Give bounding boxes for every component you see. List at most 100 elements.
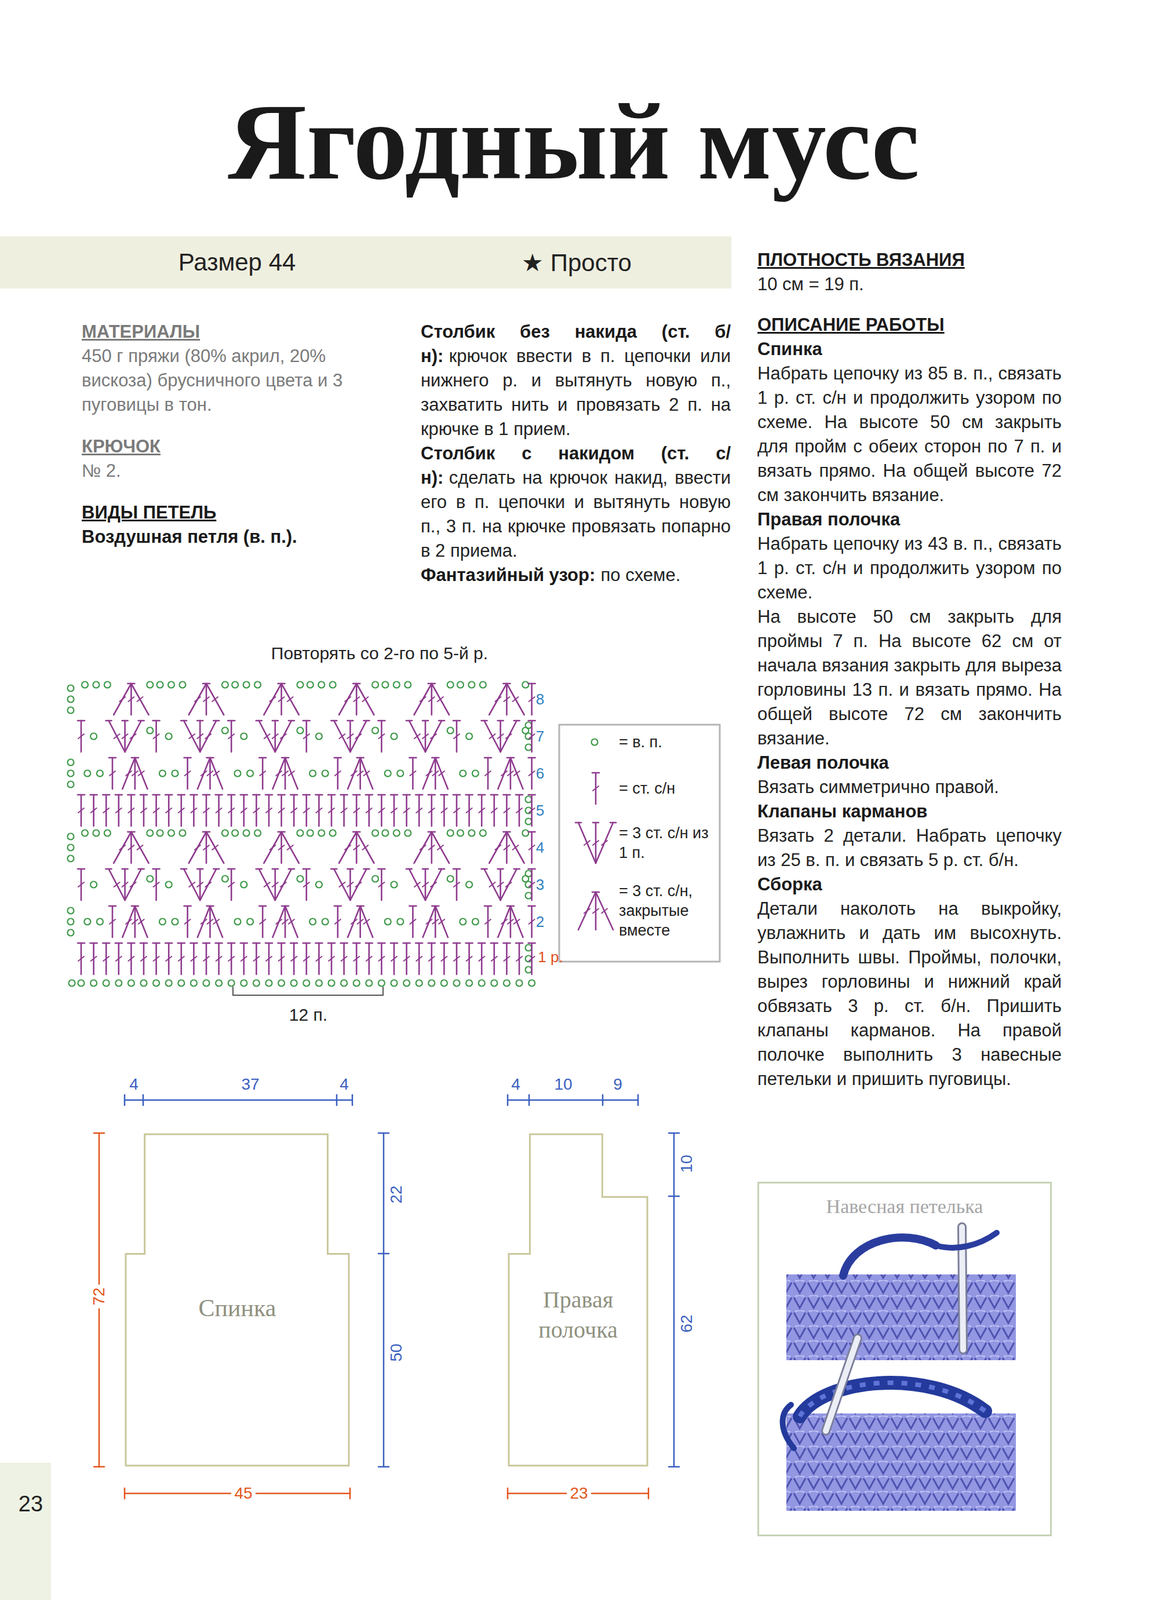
chain-symbol bbox=[447, 727, 454, 735]
fan-symbol bbox=[272, 882, 279, 888]
dc-symbol bbox=[184, 757, 192, 760]
dc-symbol bbox=[177, 942, 185, 945]
dimension-tick bbox=[637, 1095, 640, 1106]
dc-symbol bbox=[377, 868, 385, 871]
dc-symbol bbox=[334, 757, 342, 760]
fan-symbol bbox=[138, 868, 145, 871]
fan-symbol bbox=[514, 720, 520, 723]
dc-symbol bbox=[178, 956, 185, 962]
dc-symbol bbox=[529, 697, 535, 702]
cluster-symbol bbox=[288, 771, 295, 776]
dc-symbol bbox=[216, 808, 222, 814]
chain-symbol bbox=[315, 733, 323, 741]
dc-symbol bbox=[78, 956, 85, 962]
fan-symbol bbox=[108, 869, 126, 901]
row-number: 7 bbox=[536, 727, 545, 746]
page-number: 23 bbox=[18, 1492, 43, 1518]
chain-symbol bbox=[177, 980, 185, 987]
chain-symbol bbox=[231, 682, 239, 689]
section-heading: Левая полочка bbox=[757, 751, 1062, 776]
dimension-value: 23 bbox=[566, 1484, 591, 1504]
dc-symbol bbox=[377, 942, 385, 945]
dc-symbol bbox=[227, 794, 235, 797]
chain-symbol bbox=[428, 980, 435, 987]
dc-symbol bbox=[341, 956, 348, 962]
chain-symbol bbox=[459, 919, 466, 926]
cluster-symbol bbox=[127, 683, 135, 685]
page-title: Ягодный мусс bbox=[227, 84, 920, 200]
dc-symbol bbox=[290, 794, 298, 797]
dc-symbol bbox=[334, 905, 342, 908]
chain-symbol bbox=[67, 696, 75, 703]
dimension-tick bbox=[668, 1466, 680, 1469]
fan-symbol bbox=[130, 734, 137, 739]
cluster-symbol bbox=[494, 845, 501, 851]
cluster-symbol bbox=[362, 697, 368, 702]
repeat-bracket bbox=[382, 987, 384, 996]
fan-symbol bbox=[414, 734, 421, 739]
dc-symbol bbox=[529, 919, 535, 925]
paragraph-text: по схеме. bbox=[600, 565, 681, 586]
cluster-symbol bbox=[138, 919, 145, 925]
dc-symbol bbox=[240, 942, 248, 945]
yarn-arch bbox=[799, 1383, 986, 1417]
dc-symbol bbox=[528, 720, 536, 723]
fan-symbol bbox=[288, 868, 295, 871]
dimension-line bbox=[673, 1133, 676, 1468]
chain-symbol bbox=[468, 830, 475, 837]
chain-symbol bbox=[254, 682, 261, 689]
dc-symbol bbox=[490, 794, 498, 797]
cluster-symbol bbox=[137, 845, 144, 851]
chain-symbol bbox=[146, 727, 153, 735]
section-heading: ВИДЫ ПЕТЕЛЬ bbox=[81, 500, 389, 526]
cluster-symbol bbox=[501, 919, 508, 925]
fan-symbol bbox=[363, 868, 370, 871]
dimension-value: 10 bbox=[554, 1075, 572, 1095]
chain-symbol bbox=[472, 770, 479, 778]
chain-symbol bbox=[459, 770, 466, 778]
chain-symbol bbox=[67, 781, 75, 789]
dc-symbol bbox=[152, 942, 160, 945]
dc-symbol bbox=[453, 720, 461, 723]
fan-symbol bbox=[256, 720, 262, 723]
cluster-symbol bbox=[213, 771, 220, 776]
fan-symbol bbox=[106, 868, 112, 871]
fan-symbol bbox=[514, 868, 520, 871]
dc-symbol bbox=[403, 956, 410, 962]
chain-symbol bbox=[146, 830, 153, 837]
repeat-bracket bbox=[232, 995, 384, 997]
dc-symbol bbox=[478, 956, 485, 962]
cluster-symbol bbox=[194, 845, 201, 851]
chain-symbol bbox=[447, 682, 454, 689]
dc-symbol bbox=[340, 794, 348, 797]
cluster-symbol bbox=[503, 697, 510, 702]
chain-symbol bbox=[67, 844, 75, 852]
dc-symbol bbox=[478, 942, 486, 945]
row-number: 6 bbox=[536, 764, 545, 783]
cluster-symbol bbox=[287, 845, 294, 851]
chain-symbol bbox=[165, 881, 173, 889]
fan-symbol bbox=[125, 720, 142, 753]
dc-symbol bbox=[340, 942, 348, 945]
cluster-symbol bbox=[514, 919, 520, 925]
cluster-symbol bbox=[212, 845, 218, 851]
cluster-symbol bbox=[501, 771, 508, 776]
paragraph: Фантазийный узор:по схеме. bbox=[420, 563, 731, 588]
dc-symbol bbox=[265, 794, 273, 797]
cluster-symbol bbox=[272, 757, 286, 790]
dc-symbol bbox=[278, 794, 286, 797]
chain-symbol bbox=[215, 980, 222, 987]
cluster-symbol bbox=[282, 771, 289, 776]
dc-symbol bbox=[77, 794, 85, 797]
chain-symbol bbox=[67, 855, 75, 863]
dc-symbol bbox=[466, 808, 473, 814]
fan-symbol bbox=[205, 882, 211, 888]
dc-symbol bbox=[102, 942, 110, 945]
dimension-line bbox=[124, 1099, 353, 1102]
dc-symbol bbox=[228, 956, 235, 962]
fan-symbol bbox=[259, 720, 276, 753]
dc-symbol bbox=[109, 919, 116, 925]
page-edge-strip bbox=[0, 1463, 51, 1600]
dc-symbol bbox=[259, 905, 266, 908]
fan-symbol bbox=[138, 720, 145, 723]
